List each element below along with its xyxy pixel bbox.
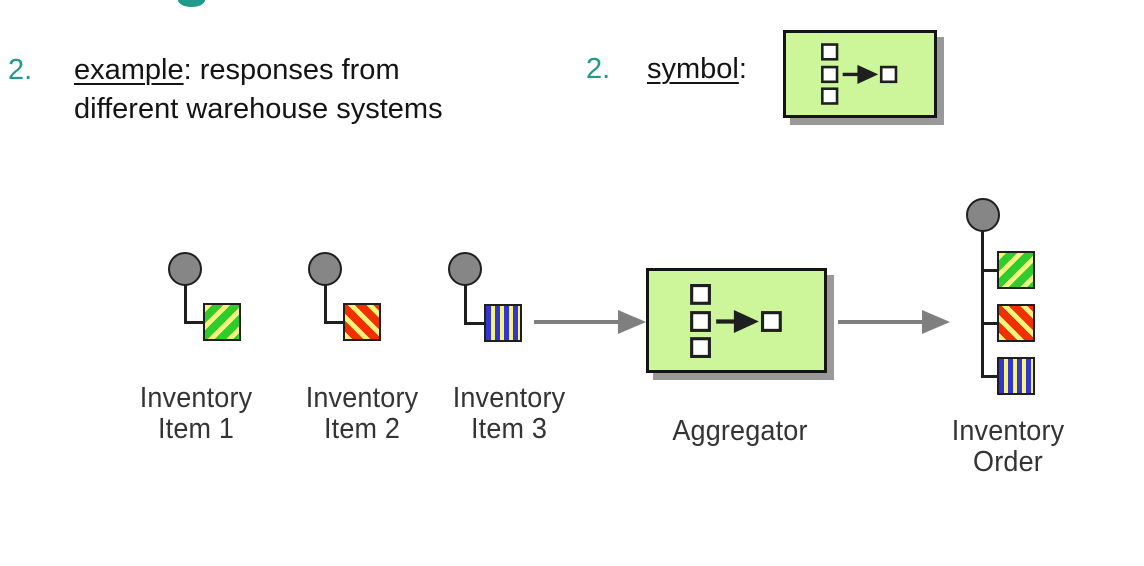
message-circle-icon bbox=[168, 252, 202, 286]
example-lead: example bbox=[74, 54, 184, 86]
connector-line bbox=[464, 322, 485, 325]
item1-label: Inventory Item 1 bbox=[139, 382, 253, 445]
example-rest: : responses from bbox=[183, 54, 400, 86]
connector-line bbox=[983, 322, 998, 325]
message-content-blue-icon bbox=[997, 357, 1035, 395]
arrow-right-icon bbox=[534, 310, 646, 334]
message-circle-icon bbox=[448, 252, 482, 286]
symbol-lead: symbol bbox=[647, 53, 739, 85]
item2-label: Inventory Item 2 bbox=[305, 382, 419, 445]
item3-label: Inventory Item 3 bbox=[452, 382, 566, 445]
bullet-number-example: 2. bbox=[8, 54, 33, 86]
message-content-red-icon bbox=[343, 303, 381, 341]
message-content-blue-icon bbox=[484, 304, 522, 342]
aggregator-label: Aggregator bbox=[672, 415, 808, 447]
message-circle-icon bbox=[966, 198, 1000, 232]
connector-line bbox=[184, 321, 204, 324]
connector-line bbox=[464, 284, 467, 325]
example-line1: example: responses from bbox=[74, 51, 494, 90]
message-content-green-icon bbox=[203, 303, 241, 341]
title-descender-blob bbox=[178, 0, 205, 7]
symbol-colon: : bbox=[738, 53, 747, 85]
aggregator-symbol-icon bbox=[689, 283, 782, 358]
message-content-red-icon bbox=[997, 304, 1035, 342]
message-content-green-icon bbox=[997, 251, 1035, 289]
connector-line bbox=[983, 375, 998, 378]
bullet-number-symbol: 2. bbox=[586, 53, 611, 85]
message-circle-icon bbox=[308, 252, 342, 286]
connector-line bbox=[981, 230, 984, 378]
arrow-right-icon bbox=[838, 310, 950, 334]
aggregator-symbol-icon bbox=[821, 43, 898, 105]
order-label: Inventory Order bbox=[951, 415, 1065, 478]
aggregator-box bbox=[646, 268, 827, 373]
bullet-text-symbol: symbol: bbox=[647, 50, 747, 89]
connector-line bbox=[324, 321, 344, 324]
bullet-text-example: example: responses from different wareho… bbox=[74, 51, 494, 129]
connector-line bbox=[983, 269, 998, 272]
aggregator-symbol-box bbox=[783, 30, 937, 118]
example-line2: different warehouse systems bbox=[74, 93, 443, 125]
connector-line bbox=[184, 284, 187, 323]
connector-line bbox=[324, 284, 327, 323]
